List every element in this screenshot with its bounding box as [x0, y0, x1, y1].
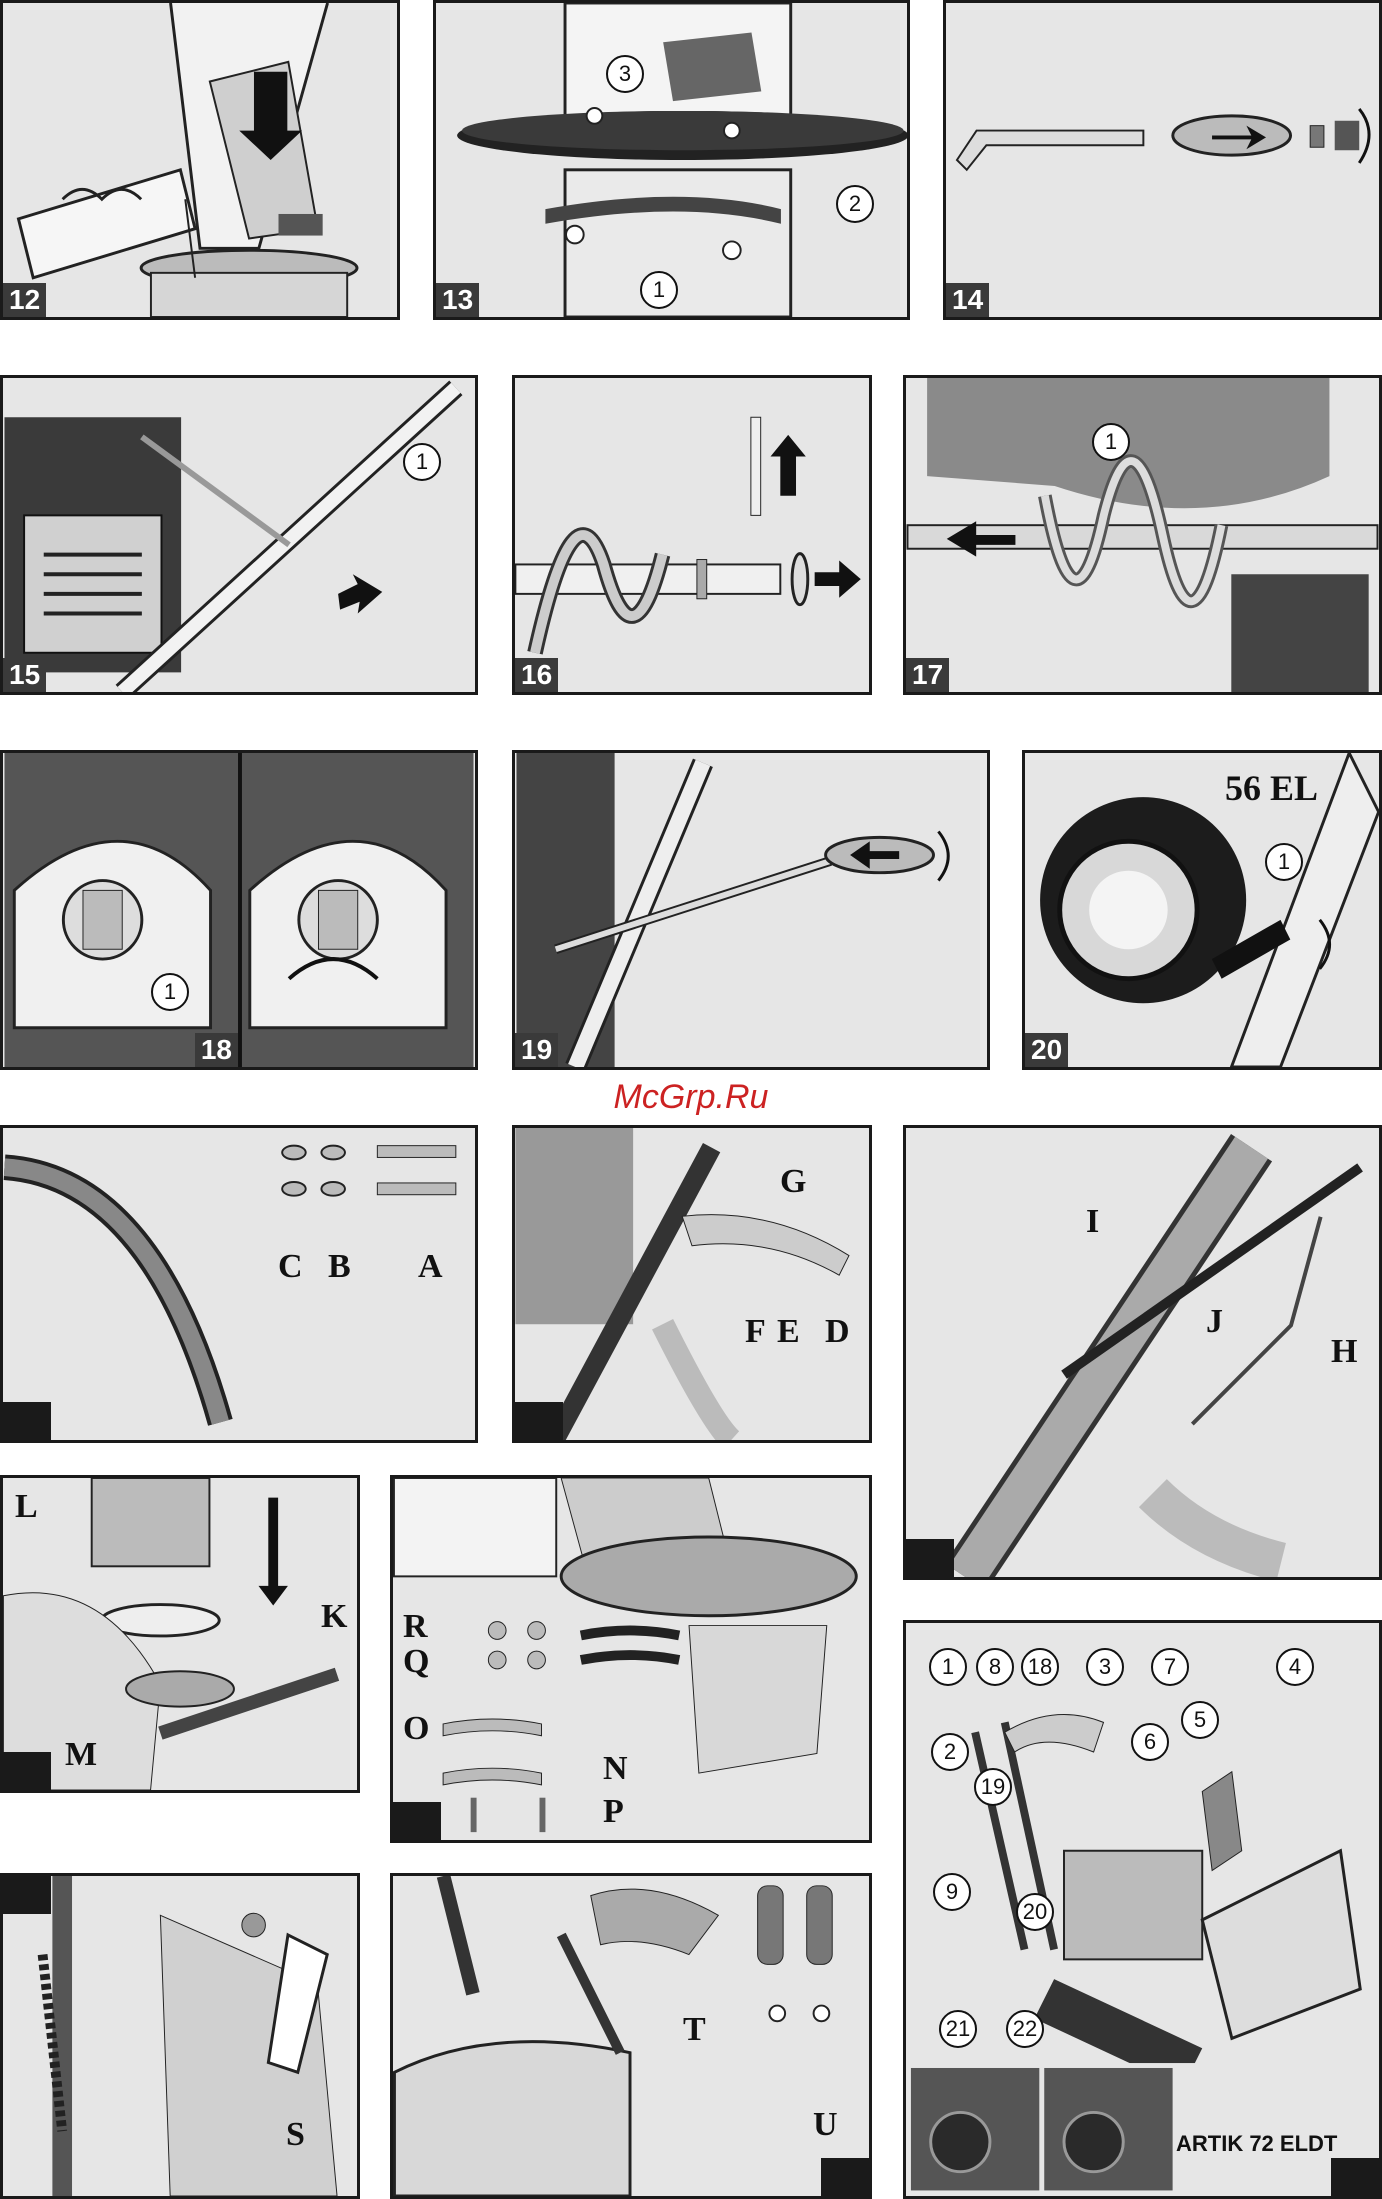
- callout-1: 1: [929, 1648, 967, 1686]
- figure-13: 3 2 1 13: [433, 0, 910, 320]
- figure-number-blank: [821, 2158, 869, 2196]
- label-S: S: [286, 2116, 305, 2154]
- chute-ring-illustration: [3, 1478, 357, 1790]
- figure-number: 19: [515, 1033, 558, 1067]
- label-C: C: [278, 1248, 303, 1286]
- callout-22: 22: [1006, 2010, 1044, 2048]
- chute-rod-illustration: [515, 753, 987, 1067]
- callout-2: 2: [931, 1733, 969, 1771]
- figure-number: 20: [1025, 1033, 1068, 1067]
- chute-handles-illustration: [393, 1876, 869, 2196]
- callout-9: 9: [933, 1873, 971, 1911]
- callout-7: 7: [1151, 1648, 1189, 1686]
- oil-pour-illustration: [3, 3, 397, 317]
- label-H: H: [1331, 1333, 1357, 1371]
- handle-fix-illustration: [515, 1128, 869, 1440]
- chute-rod-mount-illustration: [906, 1128, 1379, 1577]
- callout-1: 1: [151, 973, 189, 1011]
- figure-number-blank: [393, 1802, 441, 1840]
- figure-20: 56 EL 1 20: [1022, 750, 1382, 1070]
- model-label: 56 EL: [1225, 767, 1318, 809]
- callout-6: 6: [1131, 1723, 1169, 1761]
- figure-number-blank: [3, 1876, 51, 1914]
- figure-14: 14: [943, 0, 1382, 320]
- label-E: E: [777, 1313, 800, 1351]
- figure-17: 1 17: [903, 375, 1382, 695]
- label-A: A: [418, 1248, 443, 1286]
- callout-1: 1: [1265, 843, 1303, 881]
- label-I: I: [1086, 1203, 1099, 1241]
- label-L: L: [15, 1488, 38, 1526]
- figure-number: 12: [3, 283, 46, 317]
- figure-18: 1 18: [0, 750, 478, 1070]
- figure-handle-bolts: C B A: [0, 1125, 478, 1443]
- chute-flange-illustration: [436, 3, 907, 317]
- watermark: McGrp.Ru: [0, 1078, 1382, 1117]
- callout-18: 18: [1021, 1648, 1059, 1686]
- label-D: D: [825, 1313, 850, 1351]
- label-B: B: [328, 1248, 351, 1286]
- figure-number: 18: [195, 1033, 238, 1067]
- figure-chute-handles: T U: [390, 1873, 872, 2199]
- figure-15: 1 15: [0, 375, 478, 695]
- callout-2: 2: [836, 185, 874, 223]
- figure-handle-fix: G F E D: [512, 1125, 872, 1443]
- callout-3: 3: [1086, 1648, 1124, 1686]
- figure-spring: S: [0, 1873, 360, 2199]
- callout-21: 21: [939, 2010, 977, 2048]
- callout-1: 1: [403, 443, 441, 481]
- model-label: ARTIK 72 ELDT: [1176, 2131, 1337, 2157]
- figure-chute-rod-mount: I J H: [903, 1125, 1382, 1580]
- callout-1: 1: [1092, 423, 1130, 461]
- label-U: U: [813, 2106, 838, 2144]
- handle-bolts-illustration: [3, 1128, 475, 1440]
- label-G: G: [780, 1163, 806, 1201]
- figure-12: 12: [0, 0, 400, 320]
- callout-8: 8: [976, 1648, 1014, 1686]
- chute-flange-parts-illustration: [393, 1478, 869, 1840]
- auger-pin-illustration: [515, 378, 869, 692]
- figure-number-blank: [906, 1539, 954, 1577]
- figure-chute-flange-parts: R Q O N P: [390, 1475, 872, 1843]
- figure-number: 13: [436, 283, 479, 317]
- label-N: N: [603, 1750, 628, 1788]
- figure-number: 17: [906, 658, 949, 692]
- callout-5: 5: [1181, 1701, 1219, 1739]
- callout-1: 1: [640, 271, 678, 309]
- figure-number-blank: [3, 1402, 51, 1440]
- callout-19: 19: [974, 1768, 1012, 1806]
- label-Q: Q: [403, 1643, 429, 1681]
- figure-16: 16: [512, 375, 872, 695]
- label-J: J: [1206, 1303, 1223, 1341]
- callout-20: 20: [1016, 1893, 1054, 1931]
- auger-shaft-illustration: [906, 378, 1379, 692]
- figure-number: 16: [515, 658, 558, 692]
- handle-bolt-illustration: [3, 378, 475, 692]
- snowblower-overview-illustration: [906, 1623, 1379, 2196]
- figure-chute-ring: L K M: [0, 1475, 360, 1793]
- callout-3: 3: [606, 55, 644, 93]
- callout-4: 4: [1276, 1648, 1314, 1686]
- label-M: M: [65, 1736, 97, 1774]
- figure-overview: 1 8 18 3 7 4 2 19 6 5 9 20 21 22 ARTIK 7…: [903, 1620, 1382, 2199]
- handle-grip-illustration: [946, 3, 1379, 317]
- figure-number-blank: [3, 1752, 51, 1790]
- label-P: P: [603, 1793, 624, 1831]
- figure-19: 19: [512, 750, 990, 1070]
- label-F: F: [745, 1313, 766, 1351]
- label-R: R: [403, 1608, 428, 1646]
- label-T: T: [683, 2011, 706, 2049]
- figure-number: 14: [946, 283, 989, 317]
- figure-number-blank: [515, 1402, 563, 1440]
- label-K: K: [321, 1598, 347, 1636]
- label-O: O: [403, 1710, 429, 1748]
- figure-number-blank: [1331, 2158, 1379, 2196]
- headlight-illustration: [1025, 753, 1379, 1067]
- lock-lever-illustration: [3, 753, 475, 1067]
- figure-number: 15: [3, 658, 46, 692]
